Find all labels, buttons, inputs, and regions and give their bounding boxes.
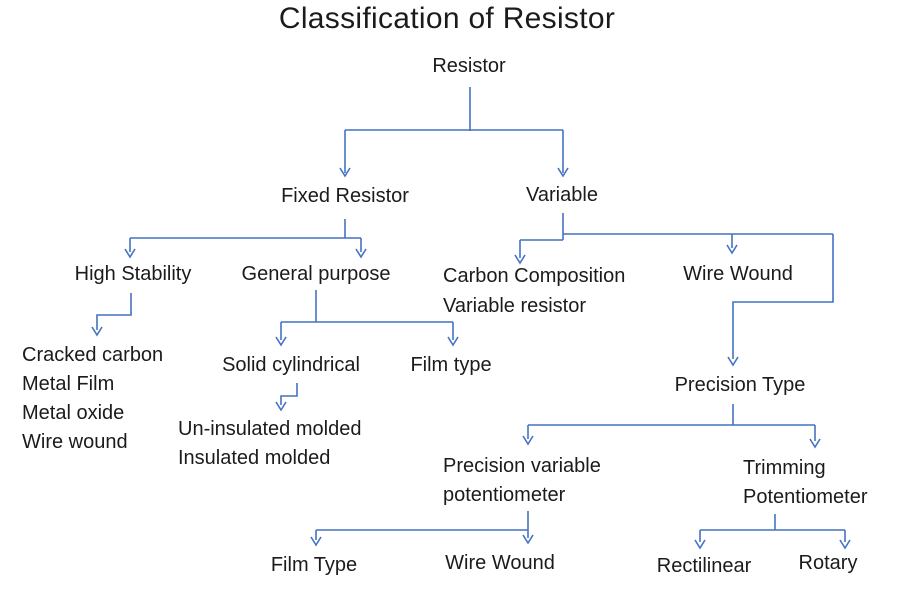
node-trimming-line1: Trimming — [743, 457, 826, 479]
node-carbon-composition-line2: Variable resistor — [443, 295, 587, 317]
list-item: Un-insulated molded — [178, 418, 362, 440]
node-rotary: Rotary — [798, 552, 858, 574]
node-precision-variable-line2: potentiometer — [443, 484, 566, 506]
node-variable: Variable — [526, 184, 598, 206]
node-carbon-composition-line1: Carbon Composition — [443, 265, 626, 287]
node-precision-film-type: Film Type — [270, 554, 358, 576]
list-item: Cracked carbon — [22, 344, 164, 366]
node-trimming-potentiometer: Trimming Potentiometer — [743, 454, 868, 512]
node-precision-wire-wound: Wire Wound — [445, 552, 555, 574]
node-general-purpose: General purpose — [241, 263, 391, 285]
list-item: Insulated molded — [178, 447, 331, 469]
connector-edges — [91, 87, 851, 550]
node-precision-variable-potentiometer: Precision variable potentiometer — [443, 452, 601, 510]
node-solid-cylindrical: Solid cylindrical — [222, 354, 360, 376]
node-carbon-composition-variable-resistor: Carbon Composition Variable resistor — [443, 261, 625, 321]
list-item: Metal Film — [22, 373, 115, 395]
node-resistor: Resistor — [432, 55, 506, 77]
page-title: Classification of Resistor — [278, 2, 616, 35]
node-precision-variable-line1: Precision variable — [443, 455, 601, 477]
node-high-stability-types: Cracked carbon Metal Film Metal oxide Wi… — [22, 341, 163, 457]
node-rectilinear: Rectilinear — [656, 555, 752, 577]
node-high-stability: High Stability — [74, 263, 192, 285]
node-trimming-line2: Potentiometer — [743, 486, 868, 508]
node-wire-wound: Wire Wound — [683, 263, 793, 285]
node-molded-types: Un-insulated molded Insulated molded — [178, 415, 361, 473]
node-precision-type: Precision Type — [674, 374, 806, 396]
list-item: Metal oxide — [22, 402, 125, 424]
node-fixed-resistor: Fixed Resistor — [281, 185, 409, 207]
node-film-type: Film type — [410, 354, 492, 376]
list-item: Wire wound — [22, 431, 128, 453]
